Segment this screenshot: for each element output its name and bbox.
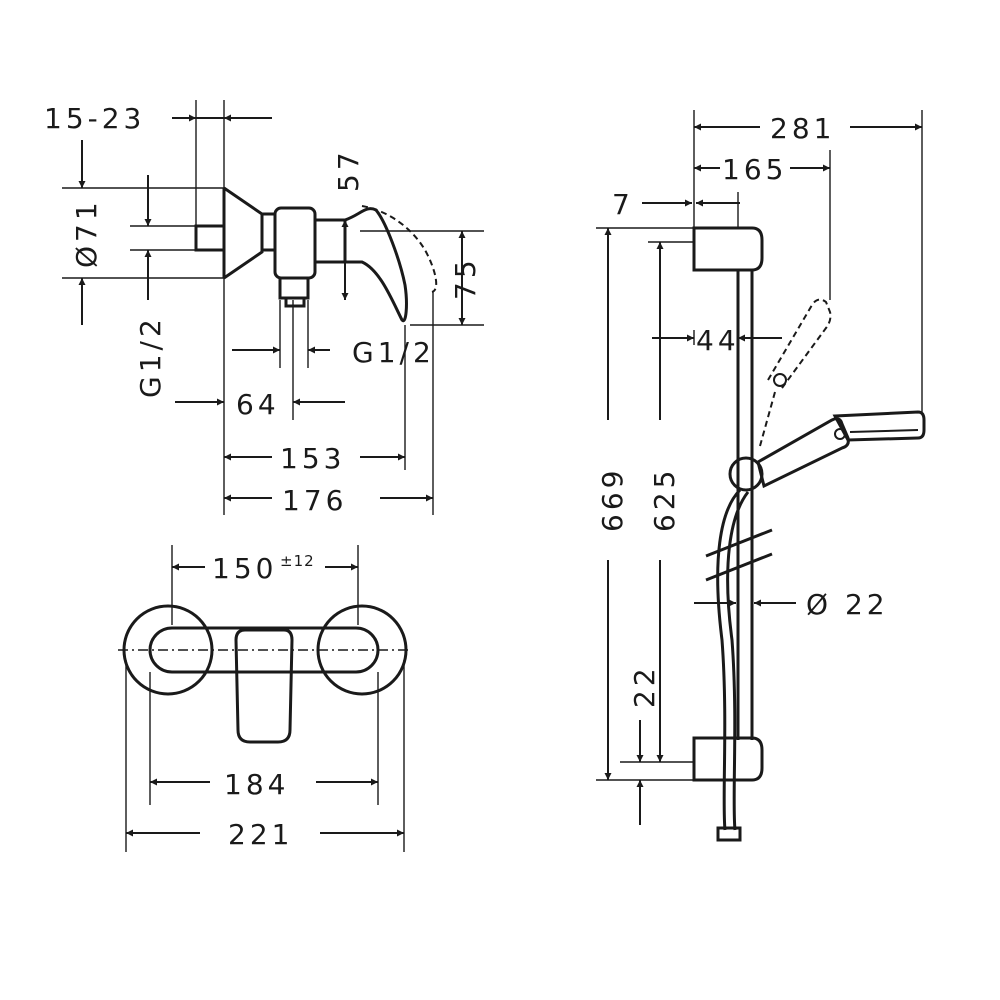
dim-57-label: 57 [332,148,365,192]
dim-153-label: 153 [280,442,345,475]
dim-g12-right-label: G1/2 [352,336,435,369]
dim-44-label: 44 [696,324,740,357]
dim-o71-label: Ø71 [70,198,103,268]
dim-165-label: 165 [722,153,787,186]
dim-64-label: 64 [236,388,280,421]
dim-184-label: 184 [224,768,289,801]
dim-15-23-label: 15-23 [44,102,145,135]
dim-22-label: 22 [628,664,661,708]
dim-7-label: 7 [612,188,634,221]
dim-150-label: 150 [212,552,277,585]
dim-281-label: 281 [770,112,835,145]
dim-221-label: 221 [228,818,293,851]
dim-669-label: 669 [596,467,629,532]
shower-rail-view: 281 165 7 44 669 625 Ø 22 22 [596,110,926,842]
dim-625-label: 625 [648,467,681,532]
dim-176-label: 176 [282,484,347,517]
mixer-front-view: 150 ±12 184 221 [118,545,412,852]
dim-o22-label: Ø 22 [806,588,889,621]
dim-g12-left-label: G1/2 [134,315,167,398]
dim-150-tolerance: ±12 [280,552,315,570]
dim-75-label: 75 [449,256,482,300]
mixer-side-view: 15-23 Ø71 G1/2 57 75 G1/2 64 153 176 [44,100,484,517]
